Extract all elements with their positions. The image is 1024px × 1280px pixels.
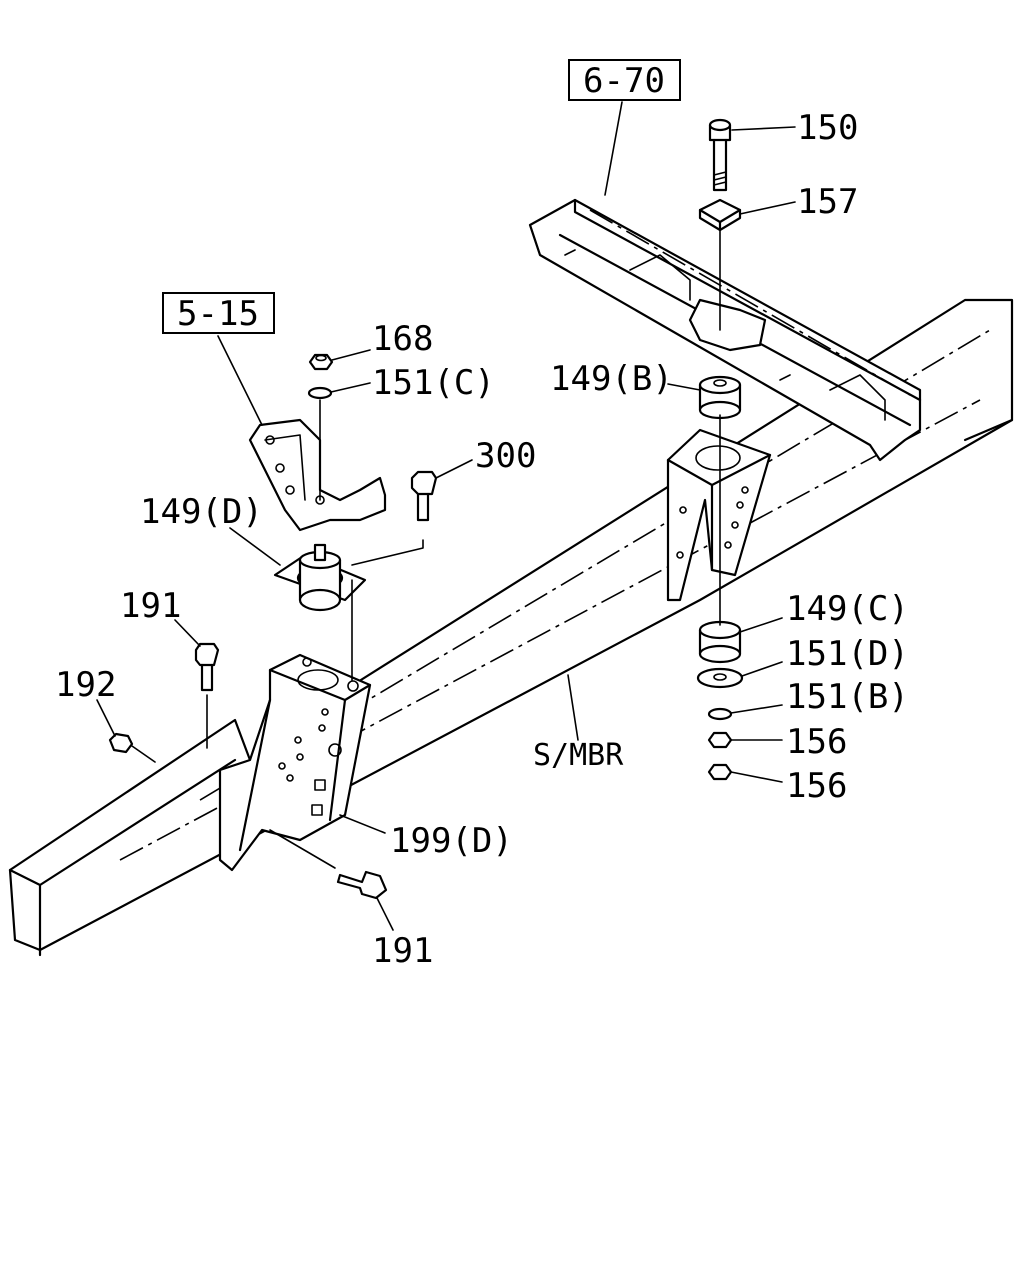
label-151c: 151(C) bbox=[372, 363, 495, 403]
label-300: 300 bbox=[475, 436, 536, 476]
washer-151c bbox=[307, 386, 333, 400]
reference-label-5-15: 5-15 bbox=[177, 294, 259, 334]
part-labels: 150 157 168 151(C) 300 149(B) 149(D) 191… bbox=[55, 108, 909, 971]
leader-lines bbox=[96, 101, 796, 931]
washer-157 bbox=[698, 198, 742, 232]
label-149d: 149(D) bbox=[140, 492, 263, 532]
label-149b: 149(B) bbox=[550, 359, 673, 399]
cushion-149d bbox=[273, 543, 367, 612]
label-156-upper: 156 bbox=[786, 722, 847, 762]
reference-label-6-70: 6-70 bbox=[583, 61, 665, 101]
bolt-191-top bbox=[194, 642, 220, 692]
label-199d: 199(D) bbox=[390, 821, 513, 861]
reference-box-6-70: 6-70 bbox=[568, 59, 681, 101]
reference-box-5-15: 5-15 bbox=[162, 292, 275, 334]
bolt-191-bottom bbox=[336, 870, 388, 900]
lower-stack bbox=[696, 620, 744, 781]
label-191-bottom: 191 bbox=[372, 931, 433, 971]
label-s-mbr: S/MBR bbox=[533, 738, 624, 773]
label-150: 150 bbox=[797, 108, 858, 148]
sub-member-rail bbox=[528, 198, 922, 462]
nut-168 bbox=[308, 353, 334, 371]
body-bracket bbox=[248, 418, 387, 532]
bolt-300 bbox=[410, 470, 438, 522]
bolt-150 bbox=[708, 118, 732, 192]
bracket-199d bbox=[218, 653, 372, 872]
label-149c: 149(C) bbox=[786, 589, 909, 629]
label-192: 192 bbox=[55, 665, 116, 705]
label-168: 168 bbox=[372, 319, 433, 359]
label-157: 157 bbox=[797, 182, 858, 222]
label-151b: 151(B) bbox=[786, 677, 909, 717]
label-191-top: 191 bbox=[120, 586, 181, 626]
cushion-149b bbox=[698, 375, 742, 420]
nut-192 bbox=[108, 732, 134, 754]
label-151d: 151(D) bbox=[786, 634, 909, 674]
assembly-lines bbox=[131, 229, 721, 869]
bracket-right bbox=[666, 428, 772, 602]
label-156-lower: 156 bbox=[786, 766, 847, 806]
